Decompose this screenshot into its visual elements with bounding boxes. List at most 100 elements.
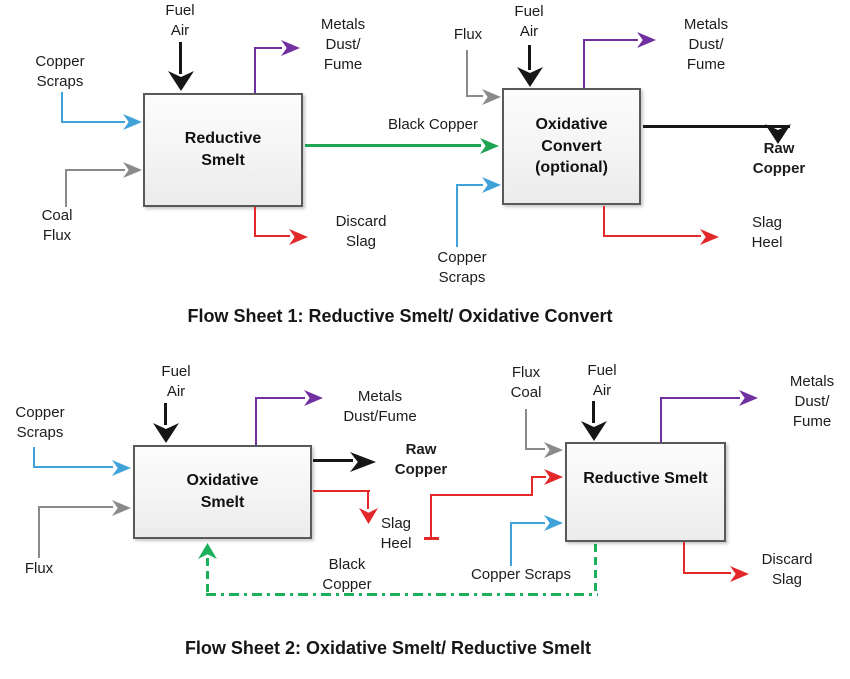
- connector-slag-transfer-line: [430, 494, 533, 496]
- label-fuel-air-2: Fuel Air: [514, 3, 544, 40]
- connector-flux-2-line: [38, 506, 113, 508]
- process-box-oxidative-convert: Oxidative Convert (optional): [502, 88, 641, 205]
- connector-discard-slag-2-line: [683, 572, 731, 574]
- label-copper-scraps-3: Copper Scraps: [15, 404, 65, 441]
- process-box-reductive-smelt-2: Reductive Smelt: [565, 442, 726, 542]
- label-flux-2: Flux: [24, 560, 54, 577]
- connector-black-copper-1-line: [305, 144, 481, 147]
- connector-copper-scraps-3-line: [33, 447, 35, 468]
- connector-flux-1-line: [466, 95, 483, 97]
- connector-metals-3-line: [255, 398, 257, 445]
- caption-flow-sheet-2: Flow Sheet 2: Oxidative Smelt/ Reductive…: [184, 638, 592, 658]
- connector-copper-scraps-4-line: [510, 524, 512, 566]
- label-metals-dust-fume-2: Metals Dust/ Fume: [683, 16, 729, 73]
- connector-fuel-air-3-line: [164, 403, 167, 425]
- label-fuel-air-3: Fuel Air: [161, 363, 191, 400]
- arrowhead-icon: [123, 162, 142, 178]
- connector-copper-scraps-4-line: [510, 522, 545, 524]
- arrowhead-icon: [544, 442, 563, 458]
- connector-slag-transfer-line: [430, 495, 432, 539]
- caption-flow-sheet-1: Flow Sheet 1: Reductive Smelt/ Oxidative…: [187, 306, 613, 326]
- connector-slag-heel-2-line: [367, 492, 369, 509]
- label-copper-scraps-4: Copper Scraps: [470, 566, 572, 583]
- label-metals-dust-fume-1: Metals Dust/ Fume: [320, 16, 366, 73]
- label-black-copper-2: Black Copper: [322, 556, 372, 593]
- arrowhead-icon: [168, 71, 194, 91]
- connector-metals-1-line: [254, 48, 256, 93]
- connector-slag-heel-2-line: [313, 490, 370, 492]
- connector-slag-heel-1-line: [603, 235, 701, 237]
- connector-copper-scraps-1-line: [61, 121, 125, 123]
- label-copper-scraps-2: Copper Scraps: [437, 249, 487, 286]
- label-coal-flux: Coal Flux: [41, 207, 73, 244]
- connector-metals-4-line: [660, 397, 740, 399]
- label-raw-copper-2: Raw Copper: [394, 441, 448, 478]
- arrowhead-icon: [359, 508, 378, 524]
- connector-slag-transfer-line: [531, 476, 533, 496]
- connector-raw-copper-1-line: [643, 125, 790, 128]
- connector-metals-2-line: [583, 39, 638, 41]
- arrowhead-icon: [581, 421, 607, 441]
- connector-flux-coal-line: [525, 448, 545, 450]
- connector-metals-2-line: [583, 40, 585, 88]
- connector-copper-scraps-1-line: [61, 92, 63, 122]
- connector-discard-slag-1-line: [254, 207, 256, 237]
- arrowhead-icon: [112, 460, 131, 476]
- arrowhead-icon: [730, 566, 749, 582]
- connector-black-copper-recycle-line: [206, 593, 598, 596]
- arrowhead-icon: [198, 543, 217, 559]
- label-slag-heel-1: Slag Heel: [751, 214, 783, 251]
- process-box-oxidative-smelt: Oxidative Smelt: [133, 445, 312, 539]
- label-black-copper-1: Black Copper: [387, 116, 479, 133]
- connector-black-copper-recycle-line: [594, 544, 597, 595]
- arrowhead-icon: [281, 40, 300, 56]
- connector-copper-scraps-2-line: [456, 184, 483, 186]
- label-metals-dust-fume-4: Metals Dust/ Fume: [789, 373, 835, 430]
- label-fuel-air-4: Fuel Air: [587, 362, 617, 399]
- arrowhead-icon: [482, 177, 501, 193]
- connector-flux-1-line: [466, 50, 468, 97]
- connector-slag-heel-1-line: [603, 206, 605, 236]
- arrowhead-icon: [544, 469, 563, 485]
- connector-coal-flux-line: [65, 169, 125, 171]
- arrowhead-icon: [517, 67, 543, 87]
- label-flux-1: Flux: [453, 26, 483, 43]
- connector-fuel-air-4-line: [592, 401, 595, 423]
- process-box-reductive-smelt-1: Reductive Smelt: [143, 93, 303, 207]
- connector-flux-2-line: [38, 508, 40, 558]
- connector-metals-1-line: [254, 47, 282, 49]
- arrowhead-icon: [123, 114, 142, 130]
- arrowhead-icon: [112, 500, 131, 516]
- arrowhead-icon: [480, 138, 499, 154]
- label-slag-heel-2: Slag Heel: [380, 515, 412, 552]
- arrowhead-icon: [304, 390, 323, 406]
- connector-fuel-air-1-line: [179, 42, 182, 74]
- connector-fuel-air-2-line: [528, 45, 531, 70]
- arrowhead-icon: [482, 89, 501, 105]
- arrowhead-icon: [700, 229, 719, 245]
- connector-discard-slag-1-line: [254, 235, 290, 237]
- arrowhead-icon: [289, 229, 308, 245]
- connector-copper-scraps-2-line: [456, 186, 458, 247]
- connector-slag-transfer-line: [531, 476, 546, 478]
- label-raw-copper-1: Raw Copper: [752, 140, 806, 177]
- label-discard-slag-1: Discard Slag: [335, 213, 387, 250]
- connector-metals-4-line: [660, 398, 662, 442]
- arrowhead-icon: [637, 32, 656, 48]
- arrowhead-icon: [544, 515, 563, 531]
- connector-black-copper-recycle-line: [206, 558, 209, 595]
- connector-coal-flux-line: [65, 170, 67, 207]
- connector-discard-slag-2-line: [683, 542, 685, 574]
- label-copper-scraps-1: Copper Scraps: [35, 53, 85, 90]
- connector-copper-scraps-3-line: [33, 466, 113, 468]
- connector-metals-3-line: [255, 397, 305, 399]
- connector-flux-coal-line: [525, 409, 527, 450]
- label-flux-coal: Flux Coal: [510, 364, 542, 401]
- label-discard-slag-2: Discard Slag: [761, 551, 813, 588]
- label-fuel-air-1: Fuel Air: [165, 2, 195, 39]
- label-metals-dust-fume-3: Metals Dust/Fume: [343, 388, 417, 425]
- arrowhead-icon: [739, 390, 758, 406]
- connector-raw-copper-2-line: [313, 459, 353, 462]
- arrowhead-icon: [153, 423, 179, 443]
